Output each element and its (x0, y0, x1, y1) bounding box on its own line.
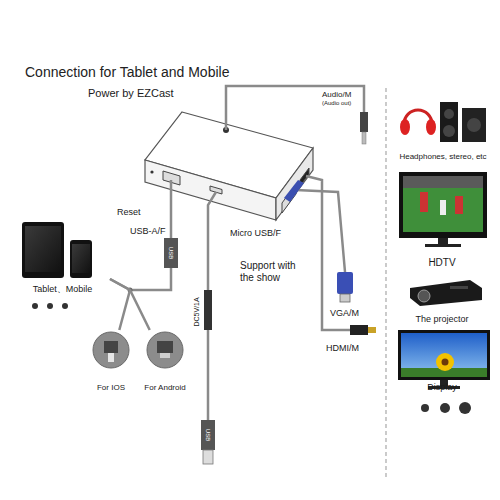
connector-symbol (160, 353, 170, 358)
connector-label: Audio/M (322, 90, 351, 99)
usb-plug (201, 420, 215, 464)
adapter-outline (88, 330, 134, 392)
device-group: Tablet、Mobile (15, 212, 110, 294)
plug-label: USB (205, 429, 212, 441)
usb-plug (164, 238, 178, 268)
node-label: The projector (415, 314, 468, 324)
connector-symbol (108, 353, 114, 362)
connector-label: VGA/M (330, 308, 359, 318)
adapter-circle-shape (147, 332, 183, 368)
diagram-title: Connection for Tablet and Mobile (25, 64, 229, 80)
monitor-icon (398, 330, 490, 389)
dot-row (32, 303, 68, 309)
node-label: HDTV (428, 257, 455, 269)
adapter-circle: For IOS (88, 330, 134, 392)
feature-note: Support with the show (240, 260, 310, 283)
cable-wires (130, 86, 364, 420)
connector-label: HDMI/M (326, 343, 359, 353)
connector-symbol (104, 341, 118, 353)
adapter-circle: For Android (137, 330, 193, 392)
projector-icon (410, 280, 482, 306)
node-label: For Android (144, 383, 185, 392)
port-label: Reset (117, 207, 141, 217)
audio-plug (360, 112, 368, 144)
cable-junction (128, 288, 133, 293)
brand-subtitle: Power by EZCast (88, 87, 174, 100)
node-label: Headphones, stereo, etc (399, 152, 486, 161)
tablet-mobile-icon (22, 222, 92, 278)
cable-edge (110, 279, 150, 330)
plug-label: USB (168, 247, 175, 259)
speaker-icon (440, 102, 486, 142)
output-device: HDTV (392, 168, 492, 268)
port-label: Micro USB/F (230, 228, 281, 238)
output-device: Display (392, 326, 492, 392)
dot-row (421, 402, 471, 414)
vga-plug (284, 180, 304, 202)
node-label: Tablet、Mobile (33, 284, 93, 294)
output-device: Headphones, stereo, etc (388, 95, 498, 161)
divider-line (385, 88, 386, 480)
connector-note: (Audio out) (322, 100, 351, 107)
adapter-circle-shape (93, 332, 129, 368)
connector-symbol (157, 341, 173, 353)
adapter-outline (137, 330, 193, 392)
tv-icon (399, 172, 487, 247)
cable-edge (110, 279, 130, 330)
node-label: Display (427, 382, 457, 392)
hdmi-plug (350, 325, 376, 335)
vga-plug (337, 272, 353, 302)
dc-plug (204, 290, 212, 330)
headphones-icon (400, 110, 436, 135)
node-label: For IOS (97, 383, 125, 392)
port-label: USB-A/F (130, 226, 166, 236)
output-device: The projector (392, 272, 492, 324)
power-rating: DC5V/1A (193, 297, 201, 326)
